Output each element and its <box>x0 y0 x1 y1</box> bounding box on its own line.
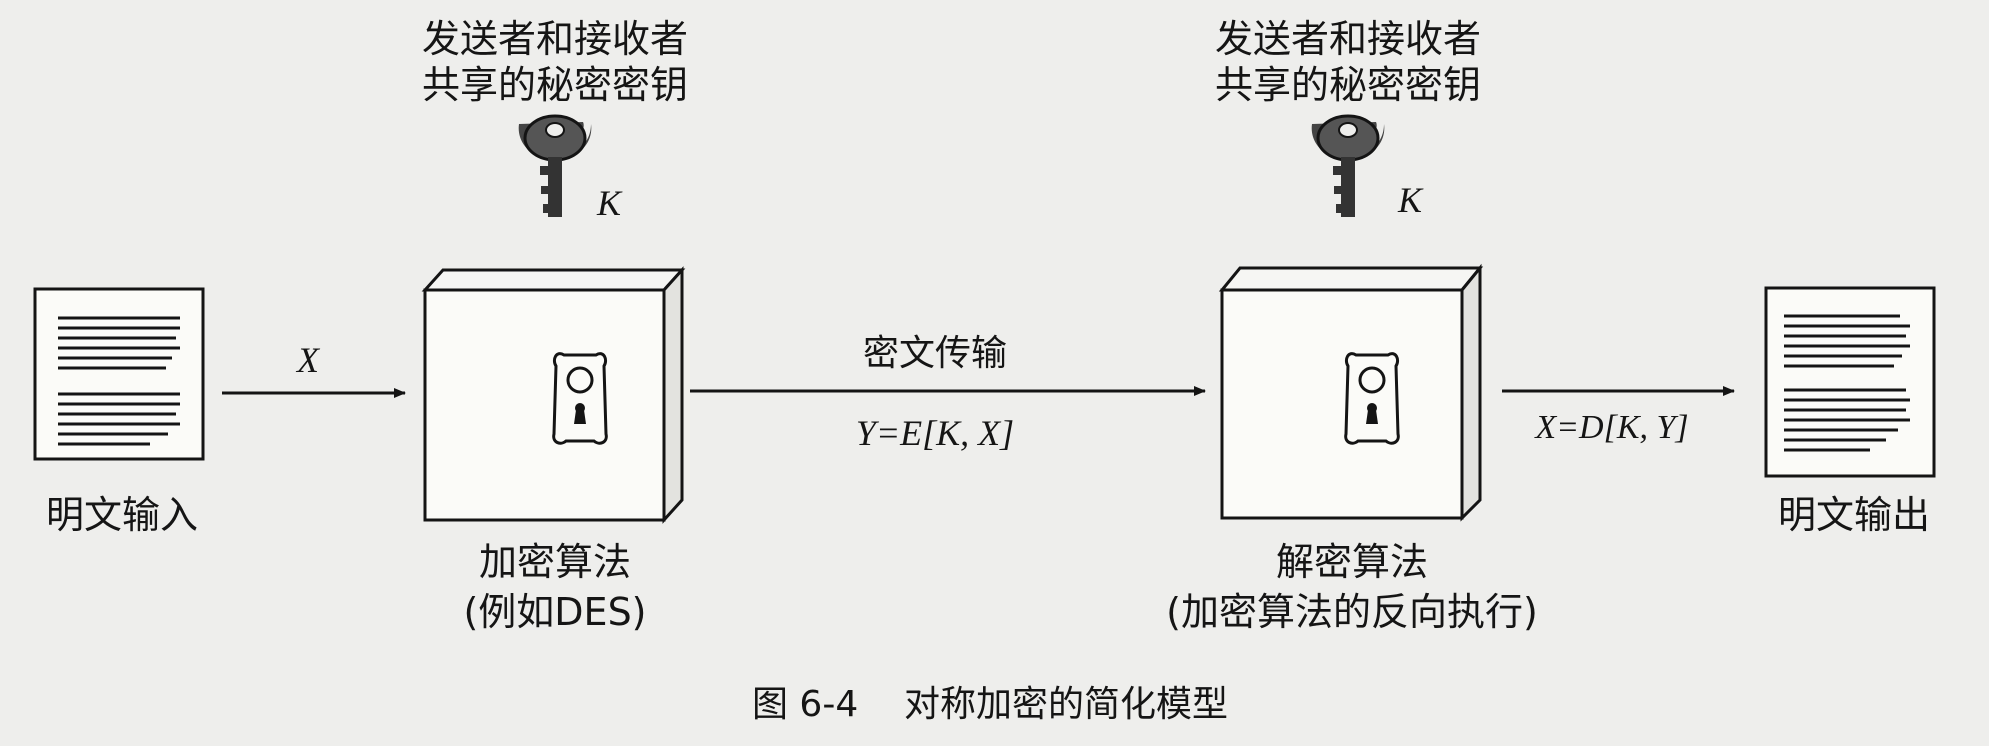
keyhole-plate-icon <box>552 352 608 445</box>
encrypt-key-caption-line2: 共享的秘密密钥 <box>422 63 688 107</box>
encryption-box-title: 加密算法 <box>479 540 631 584</box>
encryption-box <box>421 266 686 524</box>
plaintext-input-label: 明文输入 <box>46 493 198 537</box>
transmission-formula: Y=E[K, X] <box>856 413 1014 453</box>
plaintext-input-document-icon <box>33 287 205 461</box>
key-icon <box>1311 114 1385 217</box>
encrypt-key-caption-line1: 发送者和接收者 <box>422 17 688 61</box>
encryption-box-subtitle: (例如DES) <box>463 590 646 634</box>
encrypt-key-symbol: K <box>596 183 623 223</box>
input-arrow-label: X <box>295 340 321 380</box>
figure-caption: 图 6-4 对称加密的简化模型 <box>752 684 1228 725</box>
transmission-label: 密文传输 <box>863 333 1007 374</box>
plaintext-output-document-icon <box>1764 286 1936 478</box>
plaintext-output-label: 明文输出 <box>1778 493 1930 537</box>
keyhole-plate-icon <box>1344 352 1400 445</box>
key-icon <box>518 114 592 217</box>
decrypt-key-caption-line2: 共享的秘密密钥 <box>1215 63 1481 107</box>
decrypt-key-caption-line1: 发送者和接收者 <box>1215 17 1481 61</box>
output-arrow-label: X=D[K, Y] <box>1533 409 1688 446</box>
decryption-box-subtitle: (加密算法的反向执行) <box>1166 590 1538 634</box>
decryption-box-title: 解密算法 <box>1276 540 1428 584</box>
decryption-box <box>1218 263 1484 522</box>
decrypt-key-symbol: K <box>1397 180 1424 220</box>
